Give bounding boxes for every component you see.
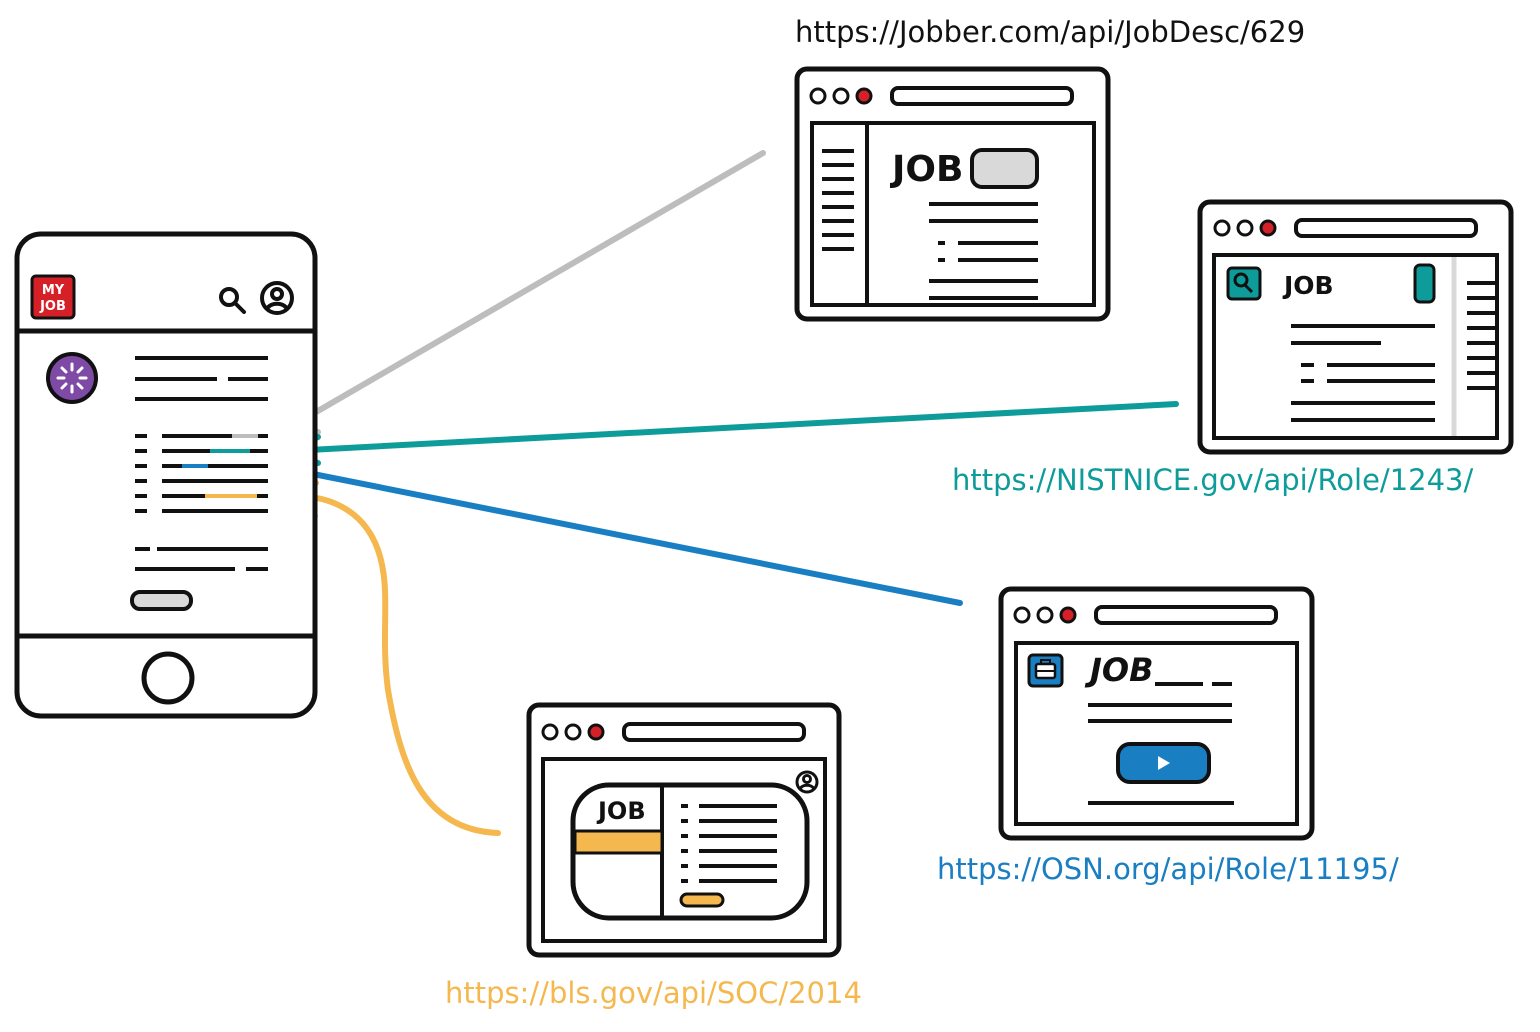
jobber-url: https://Jobber.com/api/JobDesc/629: [795, 15, 1305, 49]
job-details-list: [135, 434, 268, 513]
jobber-job-heading: JOB: [889, 149, 963, 190]
nist-url: https://NISTNICE.gov/api/Role/1243/: [952, 463, 1474, 497]
user-icon[interactable]: [260, 281, 294, 315]
nist-window: JOB https://NISTNICE.gov/api/Role/1243/: [952, 199, 1514, 497]
search-icon[interactable]: [219, 287, 246, 314]
bls-action-button[interactable]: [679, 892, 725, 908]
footer-text-lines: [135, 547, 268, 571]
nist-job-heading: JOB: [1282, 271, 1334, 300]
profile-text-lines: [135, 356, 268, 401]
phone-mockup: MY JOB: [14, 231, 318, 719]
myjob-logo: MY JOB: [30, 274, 76, 320]
briefcase-icon: [1027, 653, 1064, 688]
magnifier-badge-icon: [1226, 266, 1262, 301]
phone-action-button[interactable]: [130, 590, 193, 611]
osn-url: https://OSN.org/api/Role/11195/: [937, 852, 1399, 886]
user-circle-icon: [795, 770, 819, 794]
arrow-jobber: [280, 150, 766, 435]
logo-line2: JOB: [39, 299, 66, 314]
bls-window: JOB https://bls.gov/api/SOC/2014: [445, 702, 862, 1010]
arrow-bls: [283, 480, 501, 836]
osn-job-heading: JOB: [1084, 651, 1154, 689]
bls-job-heading: JOB: [596, 797, 646, 825]
home-button[interactable]: [141, 651, 195, 705]
jobber-window: https://Jobber.com/api/JobDesc/629 JOB: [794, 15, 1305, 322]
play-button[interactable]: [1116, 742, 1211, 784]
bls-url: https://bls.gov/api/SOC/2014: [445, 976, 862, 1010]
osn-window: JOB https://OSN.org/api/Role/11195/: [937, 586, 1399, 886]
arrow-nist: [279, 401, 1179, 466]
logo-line1: MY: [42, 283, 65, 298]
play-icon: [1158, 756, 1170, 770]
avatar: [46, 352, 98, 404]
